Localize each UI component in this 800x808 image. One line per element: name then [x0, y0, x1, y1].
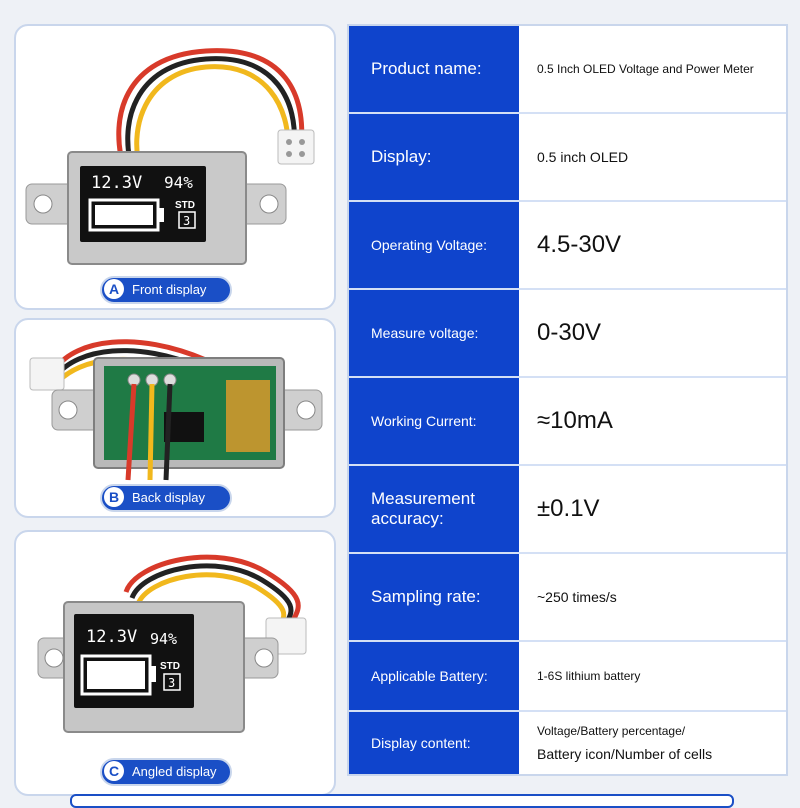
screen-cells: 3	[183, 214, 190, 228]
spec-value: 1-6S lithium battery	[519, 642, 786, 712]
screen-voltage: 12.3V	[91, 173, 142, 193]
spec-row-sampling-rate: Sampling rate: ~250 times/s	[349, 554, 786, 642]
spec-value-line: Voltage/Battery percentage/	[537, 724, 686, 738]
angled-view-card: 12.3V 94% STD 3 C Angled display	[14, 530, 336, 796]
front-device-illustration: 12.3V 94% STD 3	[25, 48, 315, 265]
bottom-frame	[70, 794, 734, 808]
screen-cells: 3	[168, 676, 175, 690]
back-device-illustration	[29, 339, 323, 481]
angled-device-illustration: 12.3V 94% STD 3	[37, 554, 307, 733]
screen-mode: STD	[160, 661, 180, 672]
spec-key: Display:	[349, 114, 519, 202]
screen-percent: 94%	[150, 630, 177, 648]
spec-key: Product name:	[349, 26, 519, 114]
spec-row-applicable-battery: Applicable Battery: 1-6S lithium battery	[349, 642, 786, 712]
spec-value: ~250 times/s	[519, 554, 786, 642]
spec-value: Voltage/Battery percentage/ Battery icon…	[519, 712, 786, 774]
front-display-label: A Front display	[100, 276, 232, 304]
spec-value: 0.5 inch OLED	[519, 114, 786, 202]
back-view-card: B Back display	[14, 318, 336, 518]
spec-value-line: Battery icon/Number of cells	[537, 746, 713, 762]
spec-key: Applicable Battery:	[349, 642, 519, 712]
spec-value: ≈10mA	[519, 378, 786, 466]
screen-percent: 94%	[164, 173, 193, 192]
spec-key: Working Current:	[349, 378, 519, 466]
view-letter-b: B	[104, 487, 124, 507]
view-letter-a: A	[104, 279, 124, 299]
screen-voltage: 12.3V	[86, 627, 137, 647]
spec-key: Measurement accuracy:	[349, 466, 519, 554]
spec-key: Measure voltage:	[349, 290, 519, 378]
spec-key: Display content:	[349, 712, 519, 774]
front-view-card: 12.3V 94% STD 3 A Front display	[14, 24, 336, 310]
spec-value: 4.5-30V	[519, 202, 786, 290]
spec-row-product-name: Product name: 0.5 Inch OLED Voltage and …	[349, 26, 786, 114]
spec-value: ±0.1V	[519, 466, 786, 554]
spec-key: Operating Voltage:	[349, 202, 519, 290]
back-display-label: B Back display	[100, 484, 232, 512]
screen-mode: STD	[175, 200, 195, 211]
spec-key: Sampling rate:	[349, 554, 519, 642]
spec-row-measurement-accuracy: Measurement accuracy: ±0.1V	[349, 466, 786, 554]
view-letter-c: C	[104, 761, 124, 781]
spec-row-operating-voltage: Operating Voltage: 4.5-30V	[349, 202, 786, 290]
spec-table: Product name: 0.5 Inch OLED Voltage and …	[347, 24, 788, 776]
spec-value: 0.5 Inch OLED Voltage and Power Meter	[519, 26, 786, 114]
spec-row-working-current: Working Current: ≈10mA	[349, 378, 786, 466]
spec-row-measure-voltage: Measure voltage: 0-30V	[349, 290, 786, 378]
angled-display-label: C Angled display	[100, 758, 232, 786]
spec-value: 0-30V	[519, 290, 786, 378]
spec-row-display-content: Display content: Voltage/Battery percent…	[349, 712, 786, 774]
spec-row-display: Display: 0.5 inch OLED	[349, 114, 786, 202]
